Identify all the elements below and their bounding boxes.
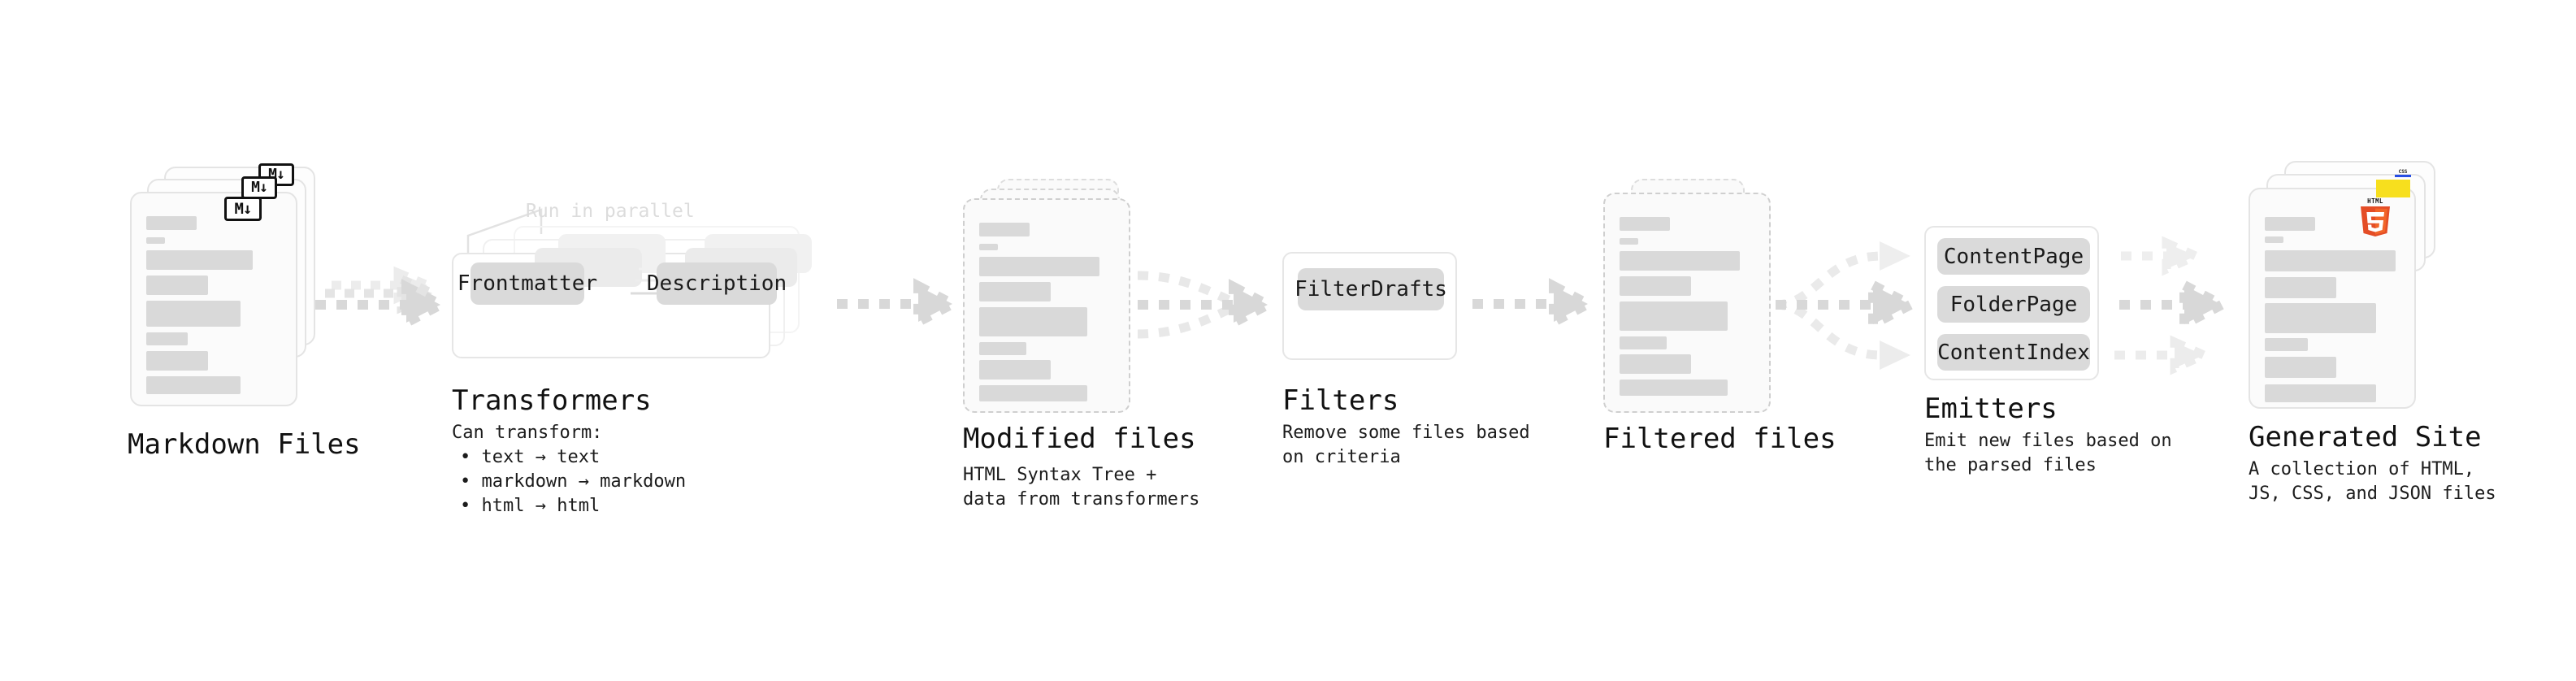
transformers-bullet-item: • html → html xyxy=(460,496,601,516)
content-bar xyxy=(1620,380,1728,396)
content-bar xyxy=(1620,238,1638,245)
content-bar xyxy=(1620,217,1670,231)
markdown-files-title: Markdown Files xyxy=(128,428,361,461)
svg-text:CSS: CSS xyxy=(2399,169,2408,175)
arrow-filtered-to-emitters xyxy=(1775,241,1921,370)
html5-icon: HTML xyxy=(2361,197,2390,236)
filter-chip-filterdrafts[interactable]: FilterDrafts xyxy=(1295,268,1447,310)
content-bar xyxy=(979,307,1087,336)
markdown-icon: M↓ xyxy=(224,197,262,221)
content-bar xyxy=(979,223,1030,236)
modified-files-card-stack xyxy=(963,179,1158,431)
generated-site-title: Generated Site xyxy=(2249,421,2482,453)
content-bar xyxy=(979,342,1026,355)
markdown-icon-back-1: M↓ xyxy=(241,176,277,199)
content-bar xyxy=(146,301,241,327)
transformer-chip-description[interactable]: Description xyxy=(647,262,787,305)
emitter-chip-contentindex[interactable]: ContentIndex xyxy=(1937,334,2090,371)
filters-subtitle: Remove some files based on criteria xyxy=(1282,423,1530,467)
modified-card-content xyxy=(965,200,1129,411)
content-bar xyxy=(979,360,1051,380)
arrow-emitters-to-site xyxy=(2114,236,2232,375)
run-in-parallel-label: Run in parallel xyxy=(526,201,695,222)
emitters-title: Emitters xyxy=(1924,393,2058,425)
emitters-box: ContentPage FolderPage ContentIndex xyxy=(1924,226,2099,380)
content-bar xyxy=(1620,276,1691,296)
transformers-title: Transformers xyxy=(452,384,652,417)
modified-files-title: Modified files xyxy=(963,423,1196,455)
arrow-modified-to-filters xyxy=(1137,271,1278,339)
content-bar xyxy=(2265,277,2336,298)
transformers-bullet-item: • text → text xyxy=(460,447,601,467)
emitters-subtitle: Emit new files based on the parsed files xyxy=(1924,431,2172,475)
modified-files-subtitle: HTML Syntax Tree + data from transformer… xyxy=(963,465,1200,510)
content-bar xyxy=(1620,354,1691,374)
content-bar xyxy=(146,275,208,295)
filters-box: FilterDrafts xyxy=(1282,252,1457,360)
markdown-card-front xyxy=(130,192,297,406)
content-bar xyxy=(979,244,998,250)
emitter-chip-contentpage[interactable]: ContentPage xyxy=(1937,238,2090,275)
site-card-front xyxy=(2249,188,2416,409)
filtered-files-card-stack xyxy=(1603,179,1798,431)
content-bar xyxy=(146,332,188,345)
filtered-card-front xyxy=(1603,193,1771,413)
filtered-card-content xyxy=(1605,194,1769,411)
transformer-chip-frontmatter[interactable]: Frontmatter xyxy=(458,262,597,305)
transformers-bullet-item: • markdown → markdown xyxy=(460,471,687,492)
arrow-markdown-to-transformers xyxy=(315,266,451,331)
content-bar xyxy=(2265,217,2315,231)
transformers-subtitle-heading: Can transform: xyxy=(452,423,603,443)
content-bar xyxy=(1620,336,1667,349)
content-bar xyxy=(979,385,1087,401)
modified-card-front xyxy=(963,198,1130,413)
content-bar xyxy=(2265,384,2376,402)
transformers-bullet-list: • text → text • markdown → markdown • ht… xyxy=(460,445,686,518)
run-in-parallel-bracket xyxy=(466,208,543,260)
transformers-group: Frontmatter Description Frontmatter Desc… xyxy=(452,226,826,364)
filtered-files-title: Filtered files xyxy=(1603,423,1837,455)
arrow-filters-to-filtered xyxy=(1472,278,1598,330)
content-bar xyxy=(146,237,165,244)
content-bar xyxy=(146,351,208,371)
content-bar xyxy=(979,257,1099,276)
content-bar xyxy=(2265,357,2336,378)
content-bar xyxy=(2265,250,2396,271)
content-bar xyxy=(146,250,253,270)
content-bar xyxy=(2265,236,2283,243)
filters-title: Filters xyxy=(1282,384,1399,417)
content-bar xyxy=(2265,338,2308,351)
content-bar xyxy=(2265,303,2376,333)
generated-site-subtitle: A collection of HTML, JS, CSS, and JSON … xyxy=(2249,459,2496,504)
content-bar xyxy=(1620,251,1740,271)
content-bar xyxy=(146,376,241,394)
generated-site-card-stack: CSS HTML xyxy=(2249,161,2452,429)
content-bar xyxy=(979,282,1051,301)
content-bar xyxy=(1620,301,1728,331)
site-card-content xyxy=(2250,189,2414,407)
markdown-files-card-stack: M↓ M↓ M↓ xyxy=(130,163,325,435)
js-icon xyxy=(2376,180,2410,197)
emitter-chip-folderpage[interactable]: FolderPage xyxy=(1937,286,2090,323)
content-bar xyxy=(146,216,197,230)
css3-icon: CSS xyxy=(2395,169,2411,177)
markdown-card-content xyxy=(132,193,296,405)
svg-text:HTML: HTML xyxy=(2367,197,2383,205)
arrow-transformers-to-modified xyxy=(837,278,963,330)
